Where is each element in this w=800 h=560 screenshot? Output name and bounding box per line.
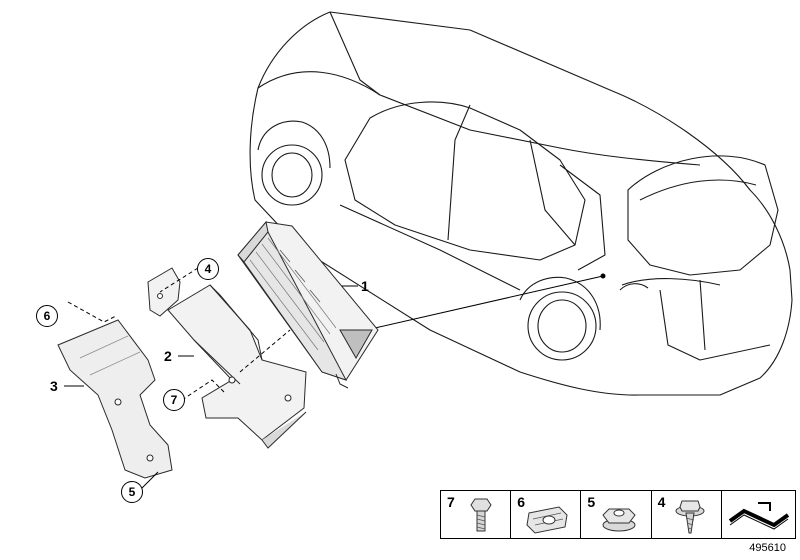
callout-6: 6 [36,305,58,327]
legend-cell-7: 7 [441,491,512,538]
legend-cell-5: 5 [581,491,652,538]
hex-nut-icon [602,508,637,532]
wire-symbol-icon [728,502,789,530]
callout-2: 2 [164,348,172,364]
part-bracket-top [147,267,181,317]
screw-icon [675,500,705,534]
callout-5: 5 [121,481,143,503]
bolt-icon [470,498,492,532]
vehicle-outline [249,11,793,396]
part-bracket-side [57,319,173,479]
callout-3: 3 [50,378,58,394]
part-control-unit [237,220,379,389]
legend-number: 7 [447,494,455,510]
legend-cell-6: 6 [511,491,582,538]
dashed-leaders [67,267,291,401]
legend-number: 5 [587,494,596,510]
callout-7: 7 [163,389,185,411]
callout-1: 1 [361,278,369,294]
clip-nut-icon [526,506,568,534]
legend-number: 4 [657,494,666,510]
leader-line-vehicle [374,273,606,329]
part-bracket-main [167,284,307,449]
solid-leaders [64,285,358,489]
legend-number: 6 [517,494,525,510]
legend-cell-symbol [722,491,795,538]
hardware-legend: 7 6 5 4 [440,490,796,539]
callout-4: 4 [197,258,219,280]
diagram-id: 495610 [749,542,786,554]
legend-cell-4: 4 [652,491,722,538]
